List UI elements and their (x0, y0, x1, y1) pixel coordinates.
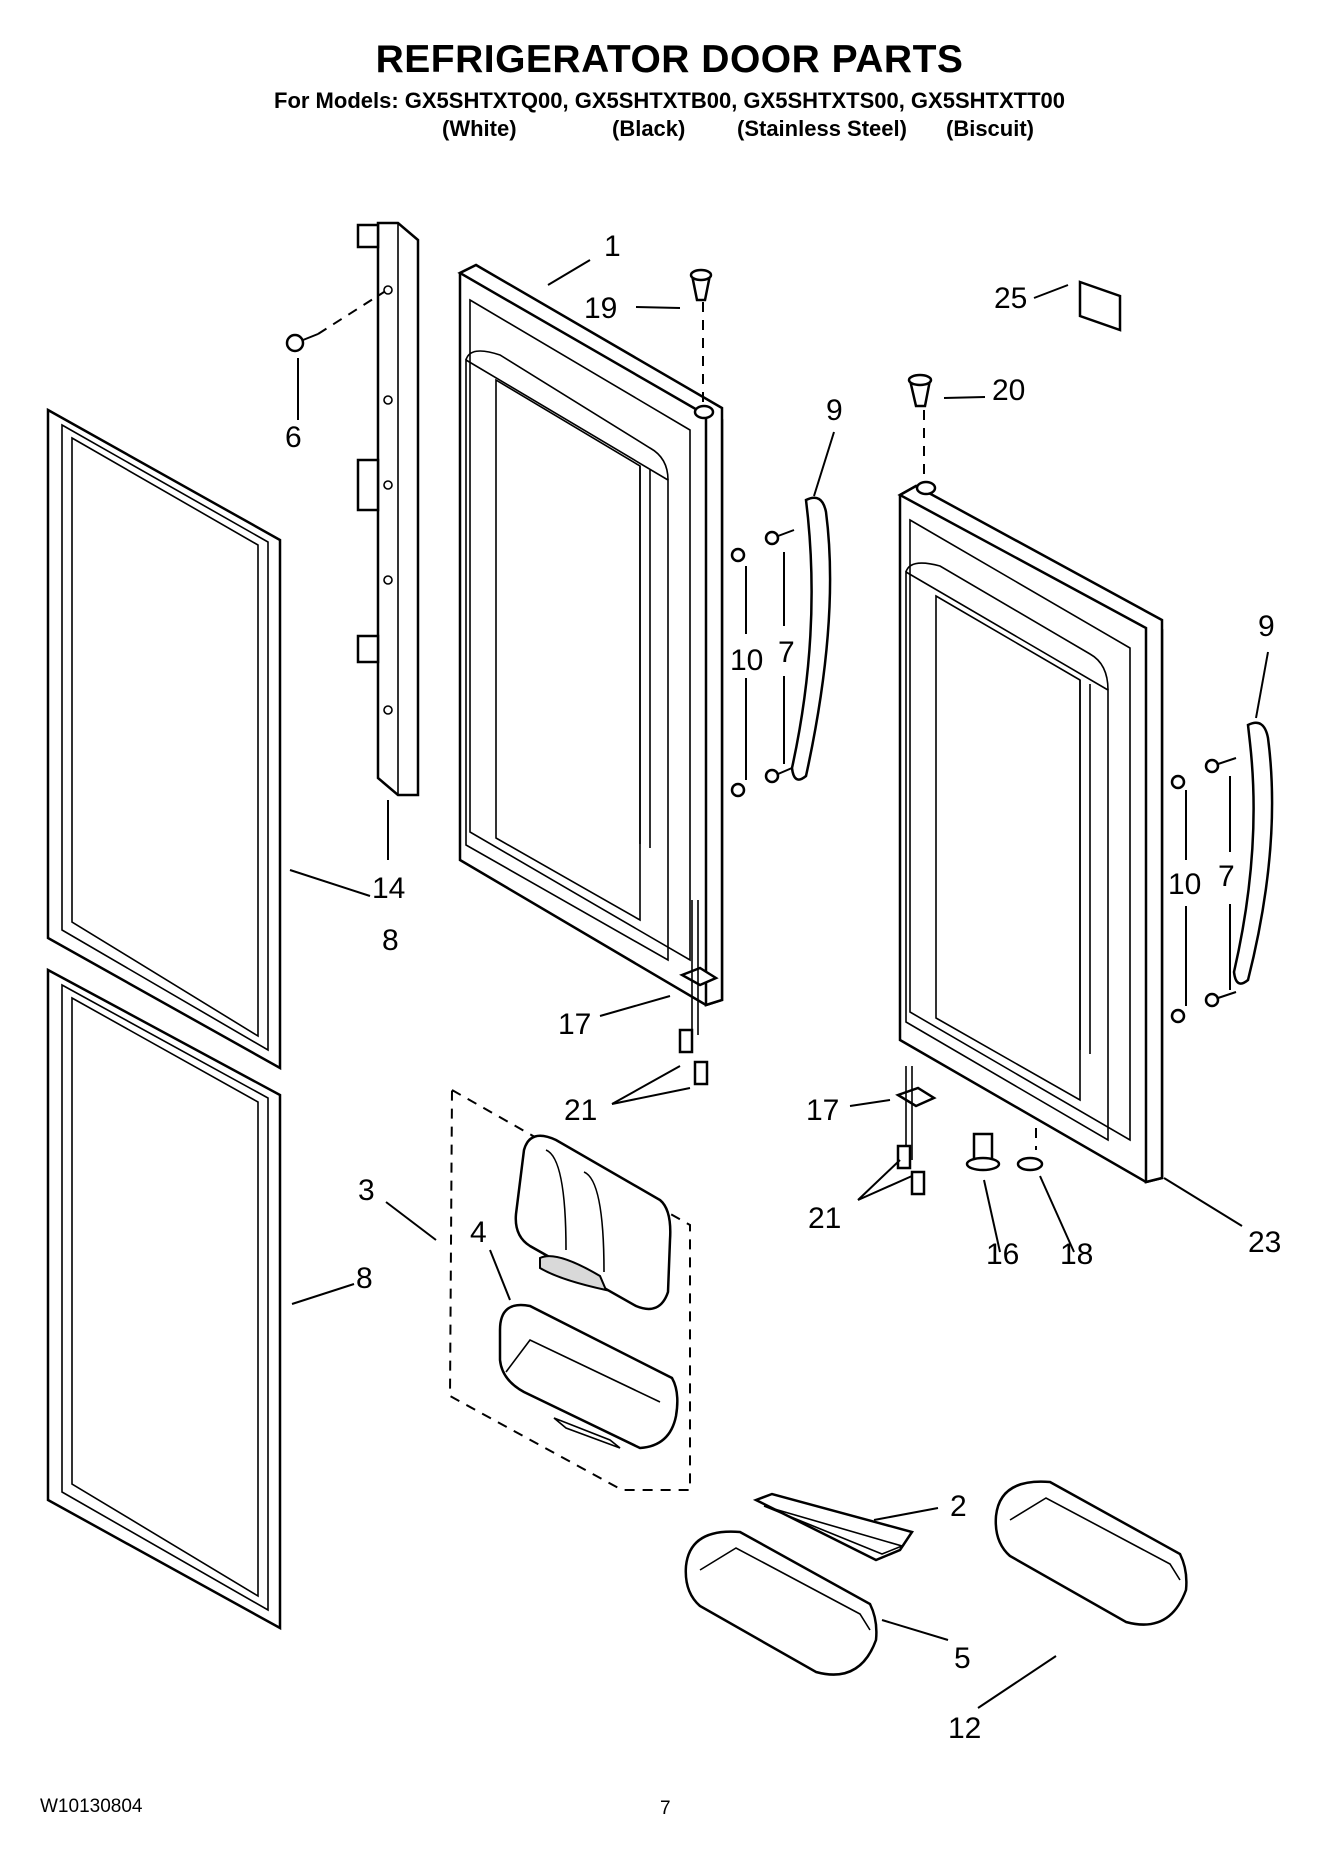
door-gasket-lower (46, 967, 282, 1631)
door-bin-5 (684, 1530, 878, 1676)
leader-lines (289, 259, 1269, 1709)
hinge-pin-16 (965, 1132, 1001, 1172)
callout-10-left: 10 (730, 644, 763, 677)
callout-18: 18 (1060, 1238, 1093, 1271)
refrigerator-door-23 (897, 480, 1164, 1184)
callout-16: 16 (986, 1238, 1019, 1271)
callout-10-right: 10 (1168, 868, 1201, 901)
document-code: W10130804 (40, 1796, 143, 1817)
door-handle-right (1232, 721, 1274, 985)
screws-7-10-right (1170, 757, 1237, 1024)
callout-25: 25 (994, 282, 1027, 315)
screws-7-10-left (730, 529, 795, 798)
door-bin-12 (994, 1480, 1188, 1626)
callout-19: 19 (584, 292, 617, 325)
callout-1: 1 (604, 230, 621, 263)
bin-cover-2 (752, 1492, 915, 1562)
callout-14: 14 (372, 872, 405, 905)
callout-9-left: 9 (826, 394, 843, 427)
hinge-bracket-left (678, 900, 719, 1086)
variant-biscuit: (Biscuit) (946, 116, 1034, 141)
callout-17-right: 17 (806, 1094, 839, 1127)
callout-20: 20 (992, 374, 1025, 407)
door-gasket-upper (46, 407, 282, 1071)
callout-12: 12 (948, 1712, 981, 1745)
callout-17-left: 17 (558, 1008, 591, 1041)
callout-2: 2 (950, 1490, 967, 1523)
screw-6 (285, 333, 319, 353)
callout-7-right: 7 (1218, 860, 1235, 893)
callout-8-upper: 8 (382, 924, 399, 957)
hinge-bracket-right (895, 1066, 937, 1196)
variant-white: (White) (442, 116, 517, 141)
dairy-bin (498, 1303, 679, 1450)
callout-21-left: 21 (564, 1094, 597, 1127)
label-25 (1078, 280, 1122, 332)
page-number: 7 (660, 1798, 671, 1819)
page-title: REFRIGERATOR DOOR PARTS (375, 38, 964, 81)
hinge-trim-strip (356, 221, 420, 797)
variant-stainless: (Stainless Steel) (737, 116, 907, 141)
door-handle-left (790, 496, 832, 781)
callout-4: 4 (470, 1216, 487, 1249)
callout-8-lower: 8 (356, 1262, 373, 1295)
callout-23: 23 (1248, 1226, 1281, 1259)
dairy-door-4 (514, 1134, 672, 1311)
variant-black: (Black) (612, 116, 686, 141)
callout-6: 6 (285, 421, 302, 454)
callout-21-right: 21 (808, 1202, 841, 1235)
bushing-19 (689, 268, 713, 302)
callout-7-left: 7 (778, 636, 795, 669)
callout-9-right: 9 (1258, 610, 1275, 643)
washer-18 (1016, 1156, 1044, 1172)
models-line: For Models: GX5SHTXTQ00, GX5SHTXTB00, GX… (274, 88, 1065, 113)
freezer-door-1 (457, 263, 724, 1007)
callout-5: 5 (954, 1642, 971, 1675)
bushing-20 (907, 373, 933, 408)
callout-3: 3 (358, 1174, 375, 1207)
